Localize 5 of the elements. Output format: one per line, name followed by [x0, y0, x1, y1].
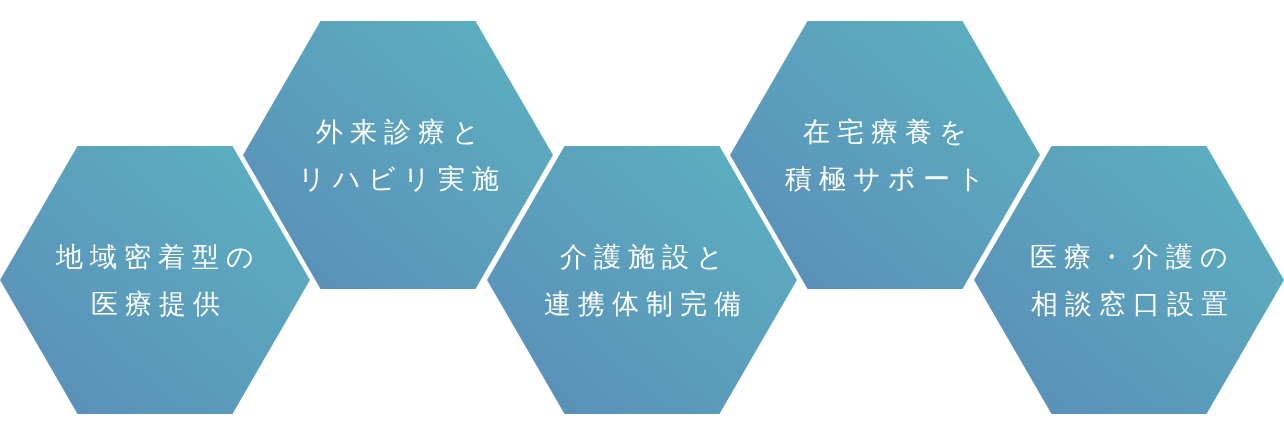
hexagon-label: 外来診療とリハビリ実施 [296, 115, 506, 196]
hexagon-label: 医療・介護の相談窓口設置 [1029, 240, 1235, 321]
hexagon-label: 在宅療養を積極サポート [784, 115, 992, 196]
hexagon-label: 地域密着型の医療提供 [55, 240, 261, 321]
hexagon-label: 介護施設と連携体制完備 [542, 240, 748, 321]
